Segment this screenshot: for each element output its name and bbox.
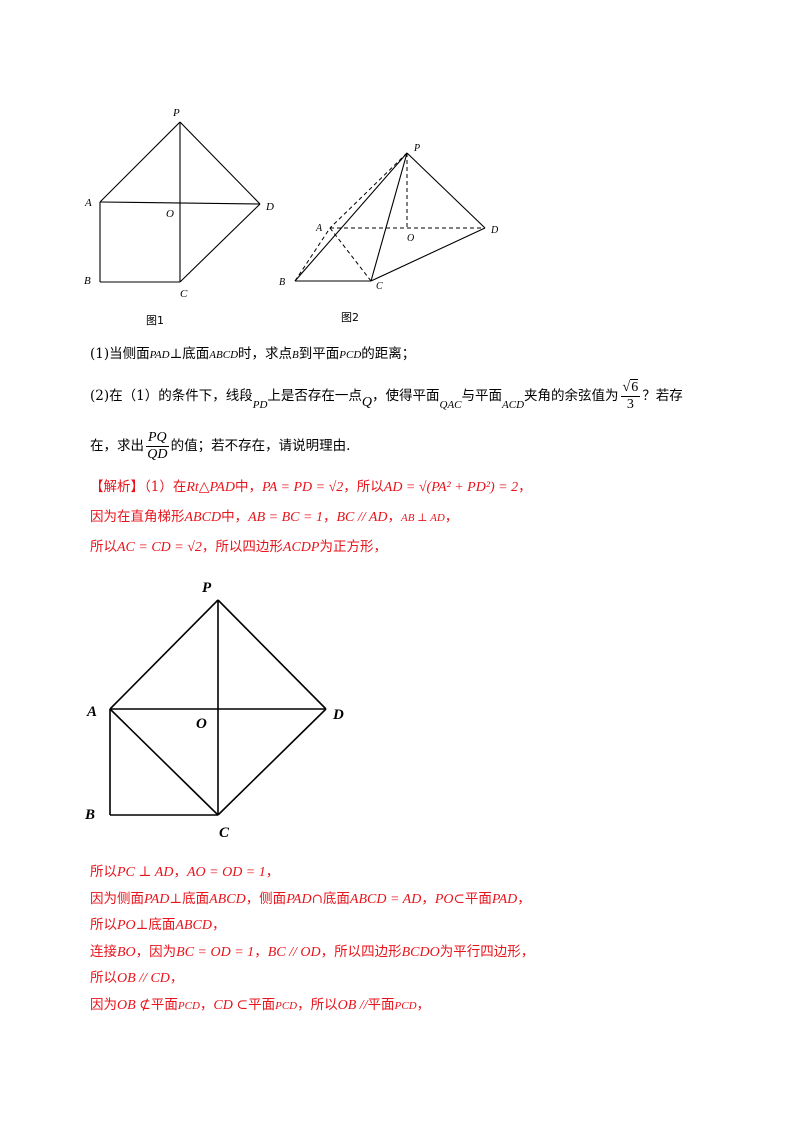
- label-b: B: [279, 277, 285, 288]
- solution-line-9: 因为OB ⊄平面PCD，CD ⊂平面PCD，所以OB //平面PCD，: [90, 997, 431, 1013]
- label-b: B: [84, 807, 95, 823]
- figure-2: P A O D B C 图2: [279, 143, 499, 324]
- figure-1: P A O D B C 图1: [84, 107, 274, 327]
- question-2: (2)在（1）的条件下，线段PD上是否存在一点Q，使得平面QAC与平面ACD夹角…: [90, 379, 683, 412]
- label-a: A: [315, 223, 323, 234]
- label-p: P: [202, 580, 212, 596]
- label-b: B: [84, 275, 91, 287]
- label-p: P: [172, 107, 180, 119]
- label-d: D: [265, 201, 274, 213]
- label-c: C: [376, 281, 383, 292]
- figure-2-caption: 图2: [341, 311, 359, 324]
- question-1: (1)当侧面PAD⊥底面ABCD时，求点B到平面PCD的距离；: [90, 346, 416, 362]
- figure-1-caption: 图1: [146, 314, 164, 327]
- solution-line-8: 所以OB // CD，: [90, 970, 184, 986]
- label-a: A: [86, 704, 97, 720]
- label-o: O: [407, 233, 414, 244]
- solution-line-5: 因为侧面PAD⊥底面ABCD，侧面PAD∩底面ABCD = AD，PO⊂平面PA…: [90, 891, 531, 907]
- label-a: A: [84, 197, 92, 209]
- label-c: C: [219, 825, 230, 841]
- solution-line-3: 所以AC = CD = √2，所以四边形ACDP为正方形，: [90, 539, 387, 555]
- label-o: O: [196, 716, 207, 732]
- label-o: O: [166, 208, 174, 220]
- figure-3: P A O D B C: [84, 580, 344, 841]
- solution-line-6: 所以PO⊥底面ABCD，: [90, 917, 226, 933]
- solution-tag: 【解析】: [90, 479, 144, 495]
- solution-line-7: 连接BO，因为BC = OD = 1，BC // OD，所以四边形BCDO为平行…: [90, 944, 535, 960]
- solution-line-4: 所以PC ⊥ AD，AO = OD = 1，: [90, 864, 280, 880]
- label-d: D: [490, 225, 499, 236]
- label-c: C: [180, 288, 188, 300]
- solution-line-1: 【解析】（1）在Rt△PAD中，PA = PD = √2，所以AD = √(PA…: [90, 479, 532, 495]
- solution-line-2: 因为在直角梯形ABCD中，AB = BC = 1，BC // AD，AB ⊥ A…: [90, 509, 459, 525]
- label-d: D: [332, 707, 344, 723]
- label-p: P: [413, 143, 420, 154]
